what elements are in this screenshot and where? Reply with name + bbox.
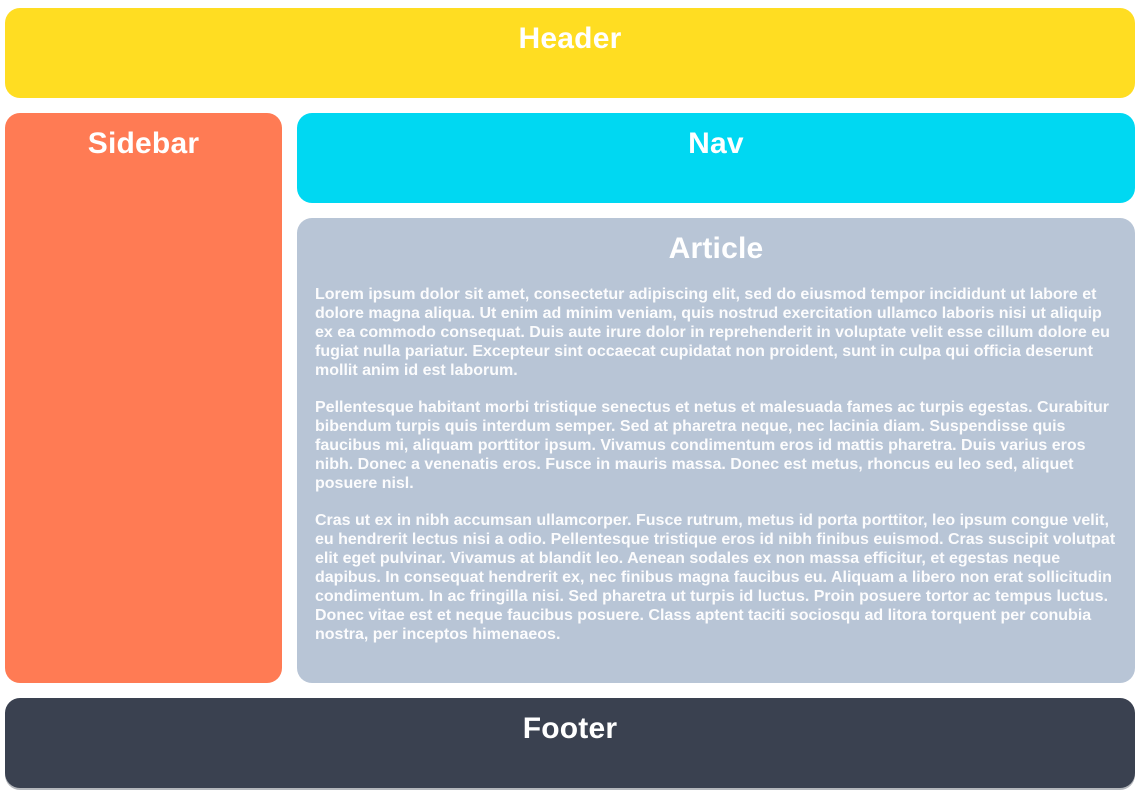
main-column: Nav Article Lorem ipsum dolor sit amet, …: [297, 113, 1135, 683]
header-banner: Header: [5, 8, 1135, 98]
article-paragraph: Lorem ipsum dolor sit amet, consectetur …: [315, 286, 1110, 379]
sidebar-title: Sidebar: [87, 127, 200, 160]
footer: Footer: [5, 698, 1135, 788]
article-paragraph: Cras ut ex in nibh accumsan ullamcorper.…: [315, 512, 1116, 643]
nav-title: Nav: [688, 127, 744, 160]
header-title: Header: [518, 22, 622, 55]
article-paragraph: Pellentesque habitant morbi tristique se…: [315, 399, 1110, 492]
nav-bar: Nav: [297, 113, 1135, 203]
article: Article Lorem ipsum dolor sit amet, cons…: [297, 218, 1135, 683]
sidebar: Sidebar: [5, 113, 282, 683]
article-title: Article: [668, 232, 764, 265]
footer-title: Footer: [522, 712, 618, 745]
